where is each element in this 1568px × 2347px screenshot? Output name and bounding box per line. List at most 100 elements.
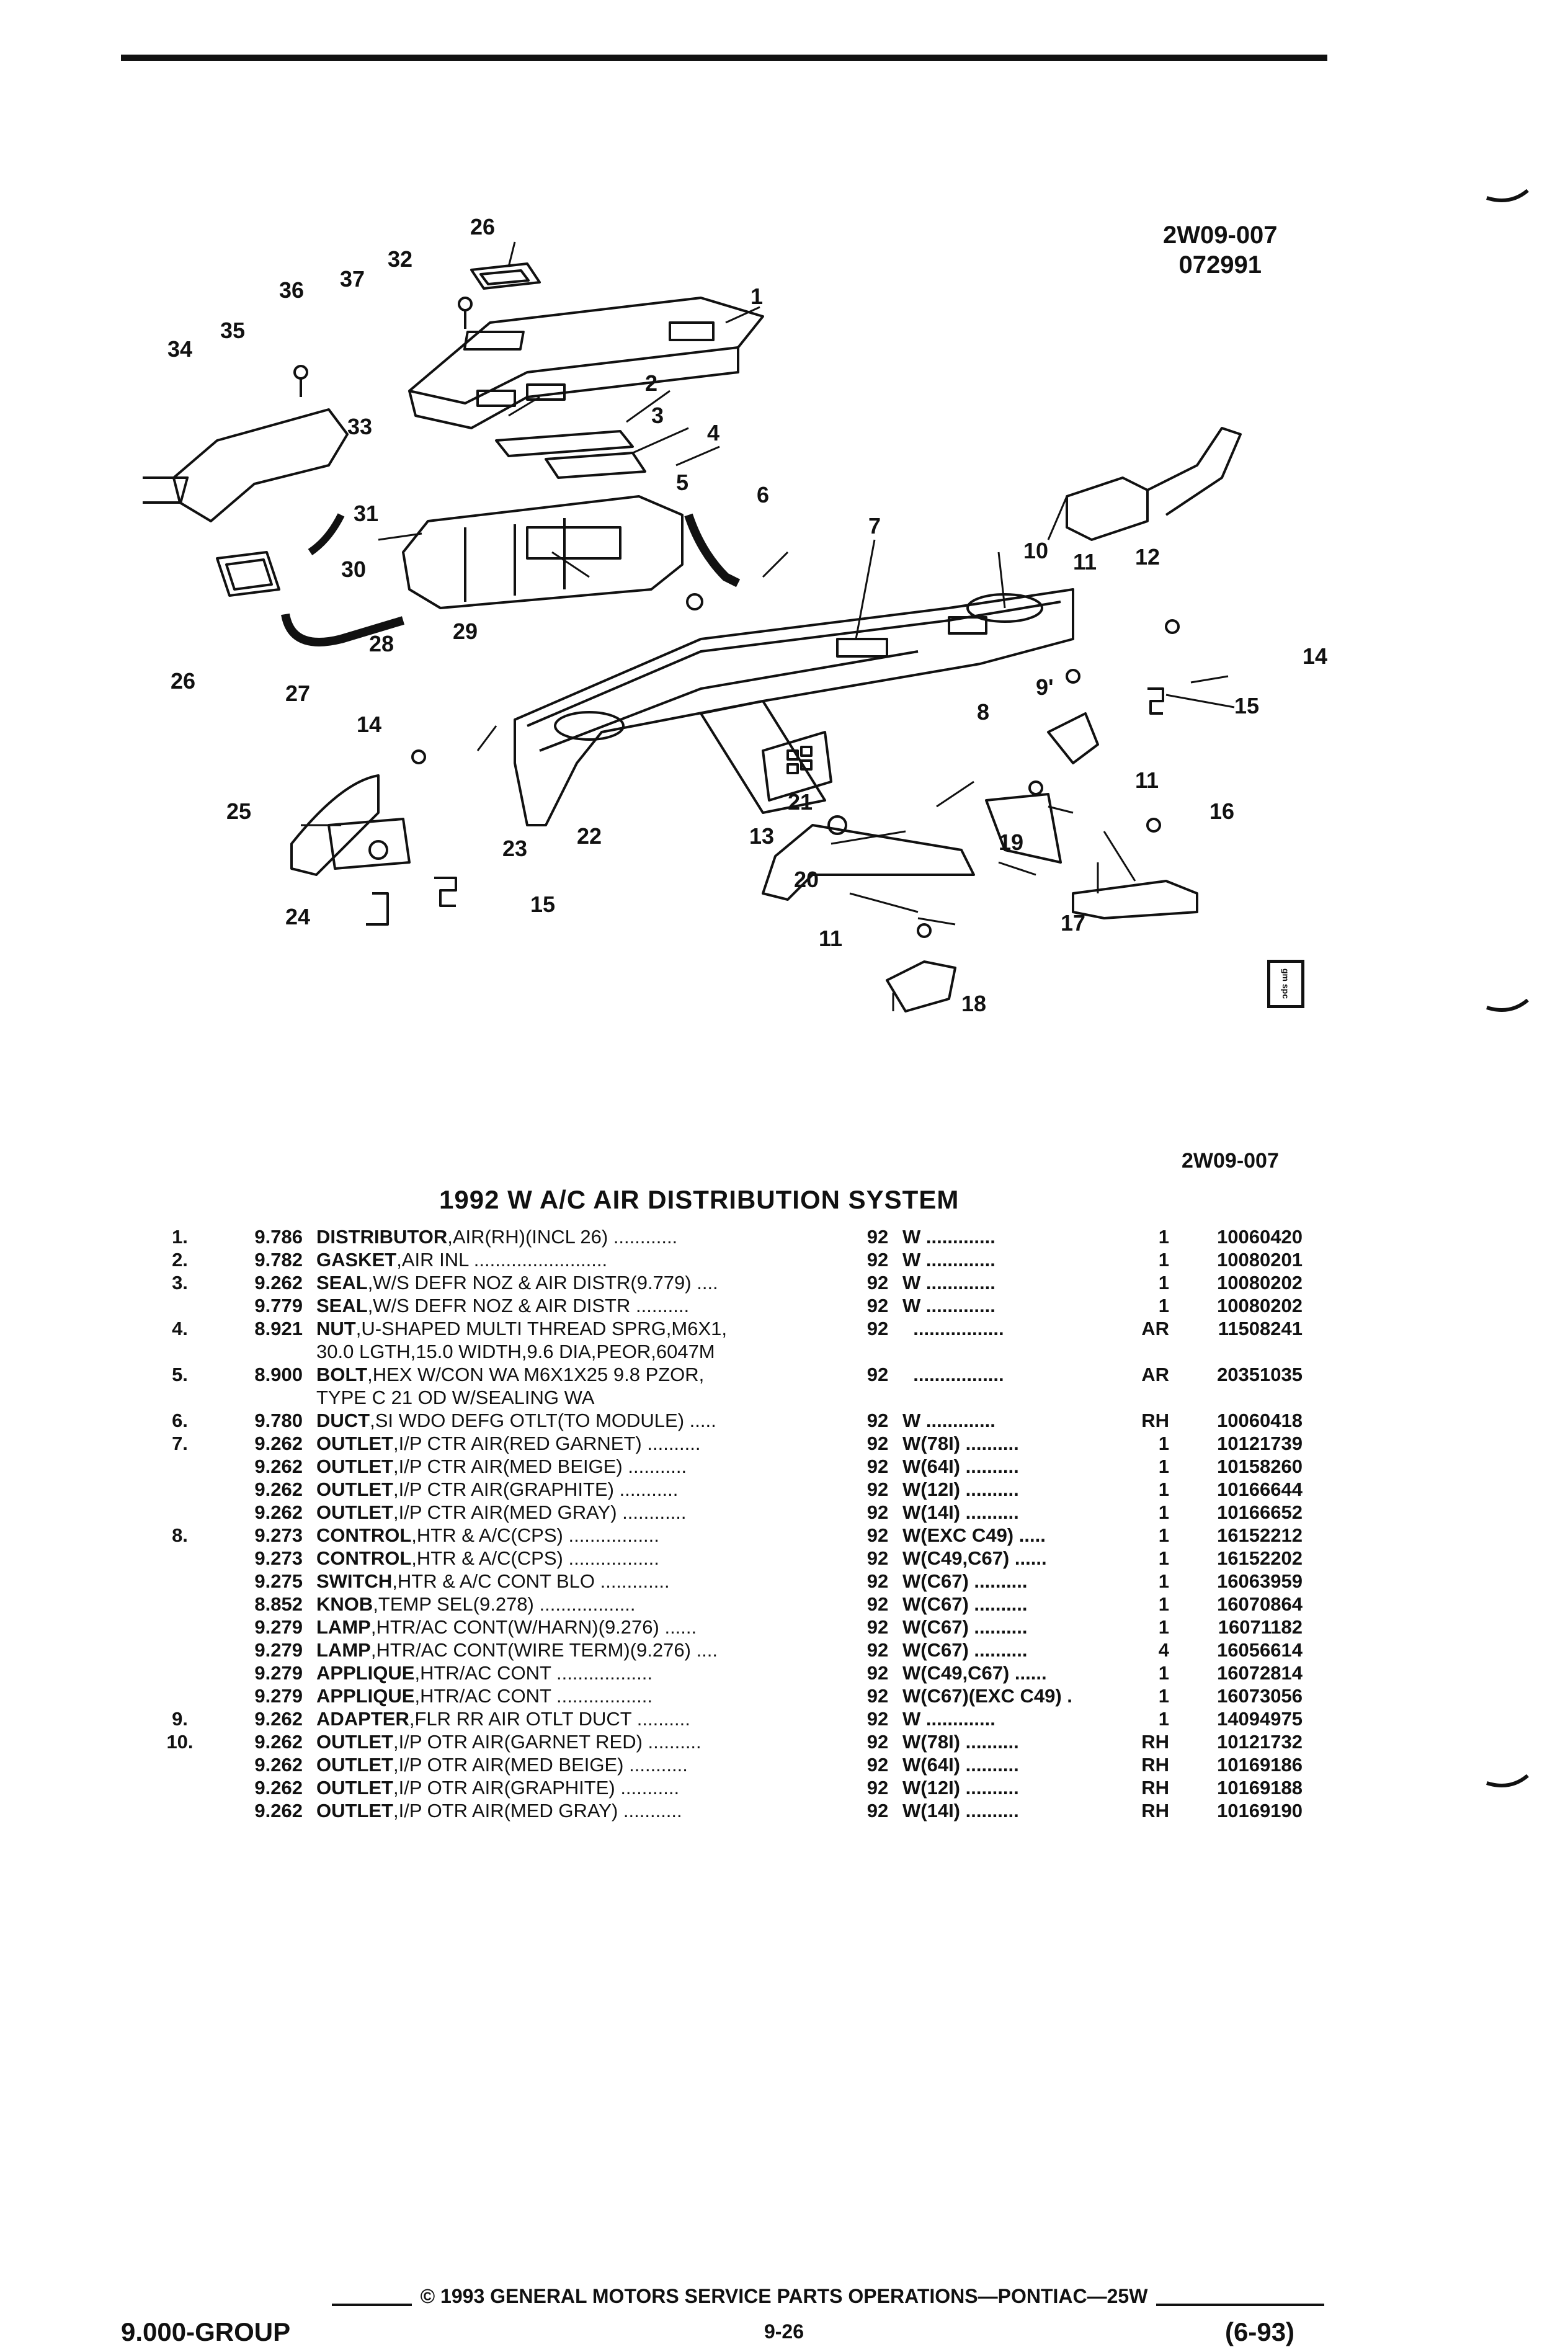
model-code: W	[902, 1410, 921, 1431]
leader-dots: ..........	[960, 1754, 1019, 1776]
leader-dots: ..................	[551, 1662, 653, 1684]
callout-17: 17	[1061, 910, 1085, 936]
quantity: 1	[1158, 1708, 1169, 1730]
group-number: 9.782	[254, 1249, 303, 1271]
model-usage: W(C49,C67) ......	[902, 1547, 1126, 1570]
part-description: OUTLET,I/P OTR AIR(GARNET RED) .........…	[316, 1730, 853, 1753]
part-name: ADAPTER	[316, 1708, 409, 1730]
leader-dots: .............	[920, 1295, 996, 1317]
model-code: W(C49,C67)	[902, 1547, 1010, 1569]
quantity: 1	[1158, 1570, 1169, 1592]
callout-9: 9'	[1036, 674, 1054, 700]
part-number: 11508241	[1218, 1318, 1303, 1339]
callout-15-left: 15	[530, 892, 555, 917]
leader-dots: ............	[617, 1501, 687, 1523]
quantity: 1	[1158, 1433, 1169, 1454]
quantity: RH	[1141, 1777, 1169, 1799]
gasket-left	[216, 551, 280, 597]
hose-27	[281, 613, 405, 646]
model-year: 92	[866, 1547, 889, 1569]
part-description: OUTLET,I/P OTR AIR(MED GRAY) ...........	[316, 1799, 853, 1822]
leader-dots: ..........	[968, 1570, 1028, 1592]
part-number: 16152202	[1217, 1547, 1303, 1569]
model-year: 92	[866, 1410, 889, 1431]
group-number: 8.921	[254, 1318, 303, 1339]
group-number: 9.262	[254, 1731, 303, 1753]
leader-dots: ...........	[613, 1478, 679, 1500]
part-name: DUCT	[316, 1410, 370, 1431]
model-year: 92	[866, 1433, 889, 1454]
model-year: 92	[866, 1593, 889, 1615]
part-name: APPLIQUE	[316, 1662, 415, 1684]
part-detail: ,I/P OTR AIR(MED BEIGE)	[393, 1754, 624, 1776]
part-number: 16073056	[1217, 1685, 1303, 1707]
model-year: 92	[866, 1364, 889, 1385]
model-usage: W(78I) ..........	[902, 1730, 1126, 1753]
gm-spc-badge: gm spc	[1267, 960, 1304, 1008]
leader-dots: ....	[691, 1272, 718, 1294]
group-number: 9.273	[254, 1524, 303, 1546]
part-description: KNOB,TEMP SEL(9.278) ..................	[316, 1593, 853, 1616]
callout-13: 13	[749, 823, 774, 849]
quantity: RH	[1141, 1731, 1169, 1753]
model-code: W(14I)	[902, 1501, 960, 1523]
part-number: 10080201	[1217, 1249, 1303, 1271]
model-code: W(12I)	[902, 1777, 960, 1799]
part-detail: ,HTR & A/C(CPS)	[411, 1524, 563, 1546]
model-year: 92	[866, 1754, 889, 1776]
quantity: 1	[1158, 1547, 1169, 1569]
margin-tick-icon	[1486, 189, 1529, 202]
leader-dots: .................	[902, 1364, 1004, 1385]
item-number: 9.	[172, 1708, 188, 1730]
part-detail: ,HTR/AC CONT(WIRE TERM)(9.276)	[370, 1639, 691, 1661]
part-detail: ,HTR/AC CONT(W/HARN)(9.276)	[370, 1616, 659, 1638]
part-detail: ,FLR RR AIR OTLT DUCT	[409, 1708, 632, 1730]
model-usage: W(C67)(EXC C49) .	[902, 1684, 1126, 1707]
quantity: 1	[1158, 1272, 1169, 1294]
clip-15-left	[434, 877, 457, 907]
quantity: 1	[1158, 1455, 1169, 1477]
part-name: DISTRIBUTOR	[316, 1226, 448, 1248]
leader-dots: ..................	[551, 1685, 653, 1707]
group-number: 9.279	[254, 1616, 303, 1638]
model-usage: .................	[902, 1363, 1126, 1386]
leader-dots: ..........	[960, 1777, 1019, 1799]
bracket-17	[985, 793, 1062, 864]
part-name: OUTLET	[316, 1754, 393, 1776]
part-description: DISTRIBUTOR,AIR(RH)(INCL 26) ...........…	[316, 1225, 853, 1248]
model-year: 92	[866, 1524, 889, 1546]
callout-26-top: 26	[470, 214, 495, 239]
model-code: W(78I)	[902, 1731, 960, 1753]
leader-dots: ..........	[960, 1800, 1019, 1822]
leader-dots: .....	[684, 1410, 716, 1431]
part-name: SWITCH	[316, 1570, 393, 1592]
part-description: GASKET,AIR INL .........................	[316, 1248, 853, 1271]
part-detail: ,HTR & A/C(CPS)	[411, 1547, 563, 1569]
leader-dots: .................	[563, 1524, 659, 1546]
quantity: RH	[1141, 1754, 1169, 1776]
bracket-9	[1047, 712, 1099, 764]
part-number: 10169186	[1217, 1754, 1303, 1776]
leader-dots: .............	[594, 1570, 670, 1592]
model-code: W(C67)	[902, 1639, 969, 1661]
group-number: 9.262	[254, 1433, 303, 1454]
model-year: 92	[866, 1249, 889, 1271]
part-description: OUTLET,I/P CTR AIR(MED BEIGE) ..........…	[316, 1455, 853, 1478]
callout-21: 21	[788, 789, 813, 815]
part-description: SEAL,W/S DEFR NOZ & AIR DISTR(9.779) ...…	[316, 1271, 853, 1294]
leader-dots: ....	[690, 1639, 718, 1661]
group-number: 9.262	[254, 1501, 303, 1523]
item-number: 7.	[172, 1433, 188, 1454]
quantity: AR	[1141, 1364, 1169, 1385]
part-description: OUTLET,I/P OTR AIR(GRAPHITE) ...........	[316, 1776, 853, 1799]
part-number: 10080202	[1217, 1295, 1303, 1317]
group-number: 9.279	[254, 1639, 303, 1661]
hose-30	[308, 513, 345, 555]
